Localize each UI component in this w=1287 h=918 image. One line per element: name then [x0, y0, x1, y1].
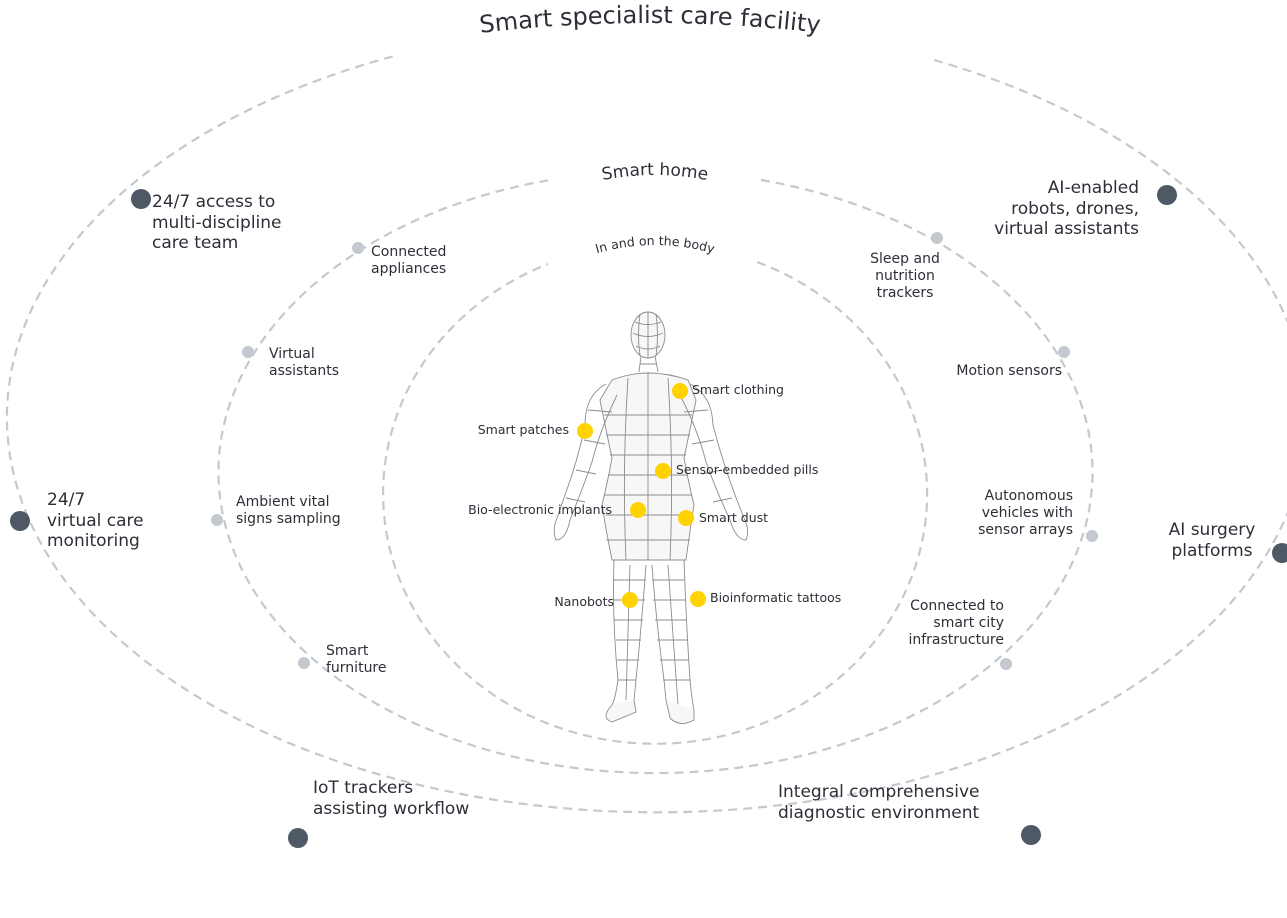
outer-dot-diagnostic-environment	[1021, 825, 1041, 845]
middle-label-virtual-assistants: Virtual assistants	[269, 346, 339, 380]
label-line: virtual assistants	[994, 219, 1139, 240]
label-line: Connected	[371, 244, 447, 260]
outer-label-diagnostic-environment: Integral comprehensive diagnostic enviro…	[778, 782, 980, 823]
human-figure-wireframe	[553, 311, 749, 724]
label-line: infrastructure	[908, 632, 1004, 649]
outer-label-ai-robots: AI-enabled robots, drones, virtual assis…	[994, 178, 1139, 240]
outer-dot-virtual-care-monitoring	[10, 511, 30, 531]
label-line: Smart	[326, 643, 369, 659]
label-line: AI-enabled	[1047, 178, 1139, 198]
inner-label-bioinformatic-tattoos: Bioinformatic tattoos	[710, 590, 842, 605]
label-line: Virtual	[269, 346, 315, 362]
label-line: signs sampling	[236, 511, 341, 528]
inner-label-nanobots: Nanobots	[554, 594, 614, 609]
label-line: multi-discipline	[152, 212, 282, 233]
middle-dot-smart-furniture	[298, 657, 310, 669]
middle-dot-connected-appliances	[352, 242, 364, 254]
inner-label-sensor-pills: Sensor-embedded pills	[676, 462, 819, 477]
label-line: diagnostic environment	[778, 802, 980, 823]
label-line: assisting workflow	[313, 798, 470, 819]
label-line: smart city	[933, 615, 1004, 632]
outer-dot-access-care-team	[131, 189, 151, 209]
label-line: Sleep and	[870, 251, 940, 267]
outer-dot-ai-surgery	[1272, 543, 1287, 563]
middle-dot-virtual-assistants	[242, 346, 254, 358]
middle-dot-smart-city	[1000, 658, 1012, 670]
inner-dot-nanobots	[622, 592, 638, 608]
middle-dots	[211, 232, 1098, 670]
outer-label-ai-surgery: AI surgery platforms	[1158, 520, 1266, 561]
inner-dots	[577, 383, 706, 608]
inner-label-smart-dust: Smart dust	[699, 510, 769, 525]
inner-label-bio-implants: Bio-electronic implants	[468, 502, 612, 517]
label-line: trackers	[876, 285, 934, 302]
label-line: 24/7 access to	[152, 192, 276, 212]
inner-label-smart-clothing: Smart clothing	[692, 382, 784, 397]
label-line: sensor arrays	[978, 522, 1073, 539]
outer-dot-iot-trackers	[288, 828, 308, 848]
label-line: virtual care	[47, 510, 144, 531]
inner-dot-smart-clothing	[672, 383, 688, 399]
middle-label-sleep-trackers: Sleep and nutrition trackers	[850, 251, 960, 302]
label-line: robots, drones,	[1011, 198, 1139, 219]
label-line: assistants	[269, 363, 340, 380]
inner-dot-smart-dust	[678, 510, 694, 526]
inner-dot-sensor-pills	[655, 463, 671, 479]
middle-label-ambient-vital-signs: Ambient vital signs sampling	[236, 494, 341, 528]
outer-ring	[5, 53, 1287, 814]
middle-label-connected-appliances: Connected appliances	[371, 244, 446, 278]
inner-dot-bioinformatic-tattoos	[690, 591, 706, 607]
inner-ring	[382, 260, 929, 745]
outer-dots	[10, 185, 1287, 848]
label-line: nutrition	[875, 268, 935, 285]
outer-label-iot-trackers: IoT trackers assisting workflow	[313, 778, 469, 819]
label-line: Ambient vital	[236, 494, 330, 510]
label-line: 24/7	[47, 490, 86, 510]
middle-dot-sleep-trackers	[931, 232, 943, 244]
outer-dot-ai-robots	[1157, 185, 1177, 205]
label-line: Connected to	[910, 598, 1004, 614]
label-line: furniture	[326, 660, 387, 677]
middle-dot-motion-sensors	[1058, 346, 1070, 358]
label-line: platforms	[1171, 540, 1253, 561]
middle-label-motion-sensors: Motion sensors	[956, 363, 1062, 380]
label-line: vehicles with	[981, 505, 1073, 522]
label-line: care team	[152, 233, 239, 254]
inner-dot-smart-patches	[577, 423, 593, 439]
label-line: IoT trackers	[313, 778, 414, 798]
middle-dot-ambient-vital-signs	[211, 514, 223, 526]
outer-label-access-care-team: 24/7 access to multi-discipline care tea…	[152, 192, 282, 254]
inner-dot-bio-implants	[630, 502, 646, 518]
label-line: AI surgery	[1168, 520, 1256, 540]
middle-label-smart-furniture: Smart furniture	[326, 643, 387, 677]
label-line: Autonomous	[984, 488, 1073, 504]
outer-label-virtual-care-monitoring: 24/7 virtual care monitoring	[47, 490, 144, 552]
inner-ring-title: In and on the body	[594, 233, 717, 256]
label-line: Integral comprehensive	[778, 782, 980, 802]
label-line: monitoring	[47, 531, 140, 552]
label-line: Motion sensors	[956, 363, 1062, 379]
label-line: appliances	[371, 261, 447, 278]
middle-label-autonomous-vehicles: Autonomous vehicles with sensor arrays	[978, 488, 1073, 539]
middle-ring-title: Smart home	[600, 160, 710, 185]
middle-label-smart-city: Connected to smart city infrastructure	[908, 598, 1004, 649]
middle-dot-autonomous-vehicles	[1086, 530, 1098, 542]
outer-ring-title: Smart specialist care facility	[478, 1, 822, 39]
inner-label-smart-patches: Smart patches	[477, 422, 569, 437]
